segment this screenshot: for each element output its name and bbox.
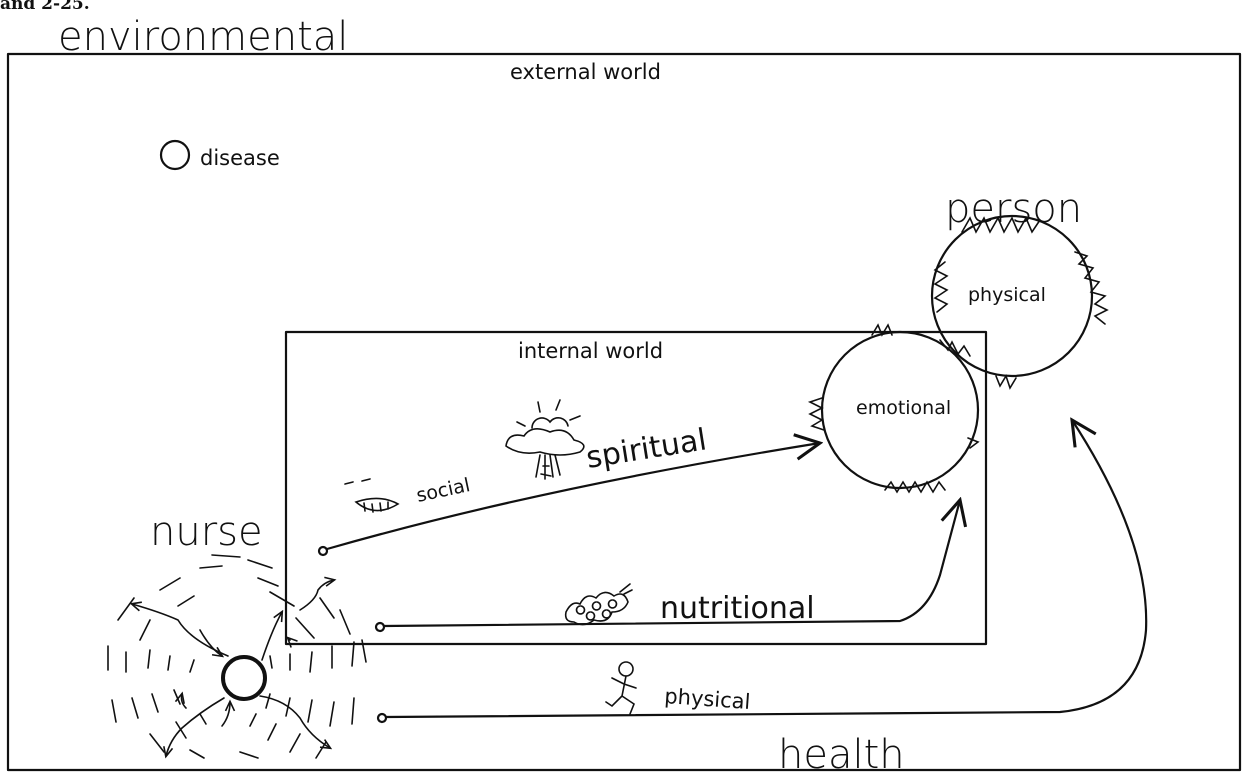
storm-cloud-icon: [506, 400, 584, 479]
external-world-label: external world: [510, 60, 661, 84]
nutritional-label: nutritional: [660, 591, 815, 626]
nurse-label: nurse: [150, 509, 263, 555]
environmental-label: environmental: [58, 14, 348, 60]
spiritual-arrow: [327, 443, 820, 549]
physical-path-label: physical: [664, 684, 752, 714]
nurse-circle-icon: [223, 657, 265, 699]
physical-start-node: [378, 714, 386, 722]
nurse-arrows: [132, 580, 334, 756]
spiritual-label: spiritual: [584, 422, 709, 476]
person-physical-label: physical: [968, 284, 1046, 306]
social-start-node: [319, 547, 327, 555]
internal-world-box: [286, 332, 986, 644]
grapes-icon: [566, 584, 632, 625]
internal-world-label: internal world: [518, 339, 663, 363]
disease-circle-icon: [161, 141, 189, 169]
running-person-icon: [606, 662, 636, 714]
smile-icon: [345, 479, 398, 512]
disease-label: disease: [200, 146, 280, 170]
health-label: health: [778, 732, 905, 776]
emotional-label: emotional: [856, 397, 951, 419]
social-label: social: [414, 474, 472, 507]
health-arrow: [386, 420, 1146, 717]
nutritional-start-node: [376, 623, 384, 631]
